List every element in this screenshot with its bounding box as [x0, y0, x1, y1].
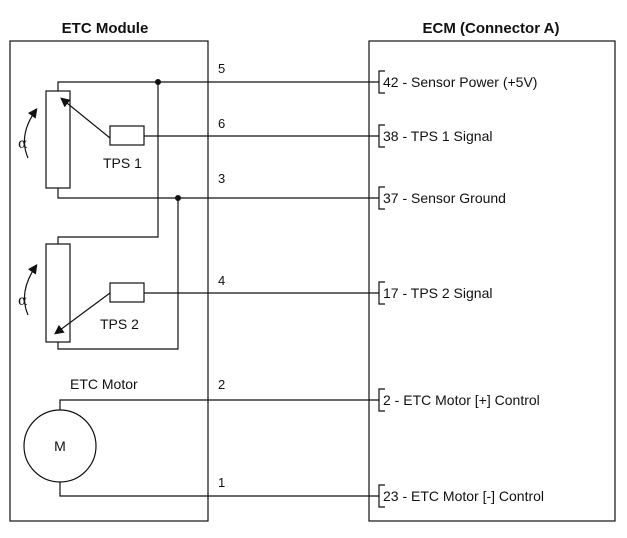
wire-1: [59, 482, 379, 497]
wire-1-label: 1: [218, 475, 225, 490]
tps1-sensor-box: [109, 125, 145, 146]
pin-38-bracket: [378, 124, 385, 148]
tps1-ground-lead: [57, 188, 178, 199]
tps2-label: TPS 2: [100, 316, 139, 332]
wire-3-label: 3: [218, 171, 225, 186]
tps1-rotation-arrow: [23, 108, 38, 159]
etc-motor-label: ETC Motor: [70, 376, 138, 392]
ground-branch-to-tps2: [57, 198, 179, 350]
pin-42-bracket: [378, 70, 385, 94]
pin-37-label: 37 - Sensor Ground: [383, 190, 506, 206]
tps1-potentiometer: [45, 90, 71, 189]
wire-5-label: 5: [218, 61, 225, 76]
tps1-angle-symbol: α: [18, 136, 28, 152]
etc-module-title: ETC Module: [62, 20, 149, 37]
ecm-title: ECM (Connector A): [423, 20, 560, 37]
wire-4-label: 4: [218, 273, 225, 288]
power-branch-to-tps2: [57, 82, 159, 244]
ecm-connector-box: [368, 40, 616, 522]
tps1-label: TPS 1: [103, 155, 142, 171]
tps2-potentiometer: [45, 243, 71, 343]
pin-38-label: 38 - TPS 1 Signal: [383, 128, 492, 144]
pin-23-bracket: [378, 484, 385, 508]
motor-symbol: M: [54, 438, 66, 454]
tps2-wiper: [54, 292, 111, 335]
tps1-wiper: [60, 97, 111, 139]
tps2-sensor-box: [109, 282, 145, 303]
pin-17-bracket: [378, 281, 385, 305]
pin-17-label: 17 - TPS 2 Signal: [383, 285, 492, 301]
tps1-power-lead: [57, 81, 158, 91]
wire-2-label: 2: [218, 377, 225, 392]
tps2-rotation-arrow: [23, 264, 38, 316]
wire-6-label: 6: [218, 116, 225, 131]
wire-2: [59, 399, 379, 410]
tps2-angle-symbol: α: [18, 293, 28, 309]
pin-37-bracket: [378, 186, 385, 210]
pin-2-bracket: [378, 388, 385, 412]
pin-42-label: 42 - Sensor Power (+5V): [383, 74, 537, 90]
pin-2-label: 2 - ETC Motor [+] Control: [383, 392, 540, 408]
pin-23-label: 23 - ETC Motor [-] Control: [383, 488, 544, 504]
